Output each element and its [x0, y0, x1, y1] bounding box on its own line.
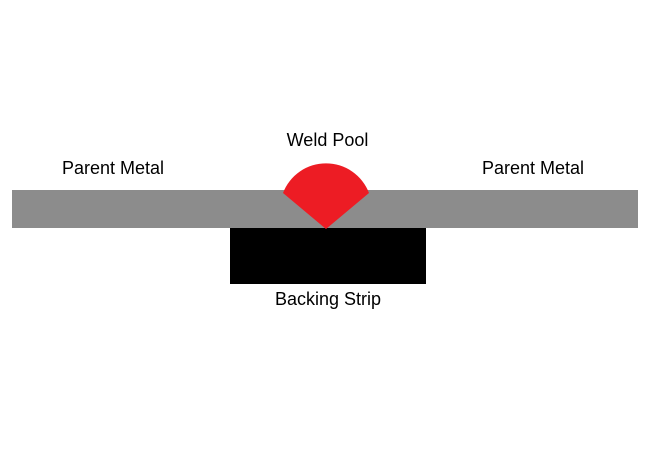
parent-metal-right-label: Parent Metal: [481, 158, 585, 178]
backing-strip-label: Backing Strip: [274, 289, 382, 309]
parent-metal-left-label: Parent Metal: [61, 158, 165, 178]
weld-pool-label: Weld Pool: [286, 130, 369, 150]
backing-strip: [230, 228, 426, 284]
parent-metal-plate: [12, 190, 638, 228]
